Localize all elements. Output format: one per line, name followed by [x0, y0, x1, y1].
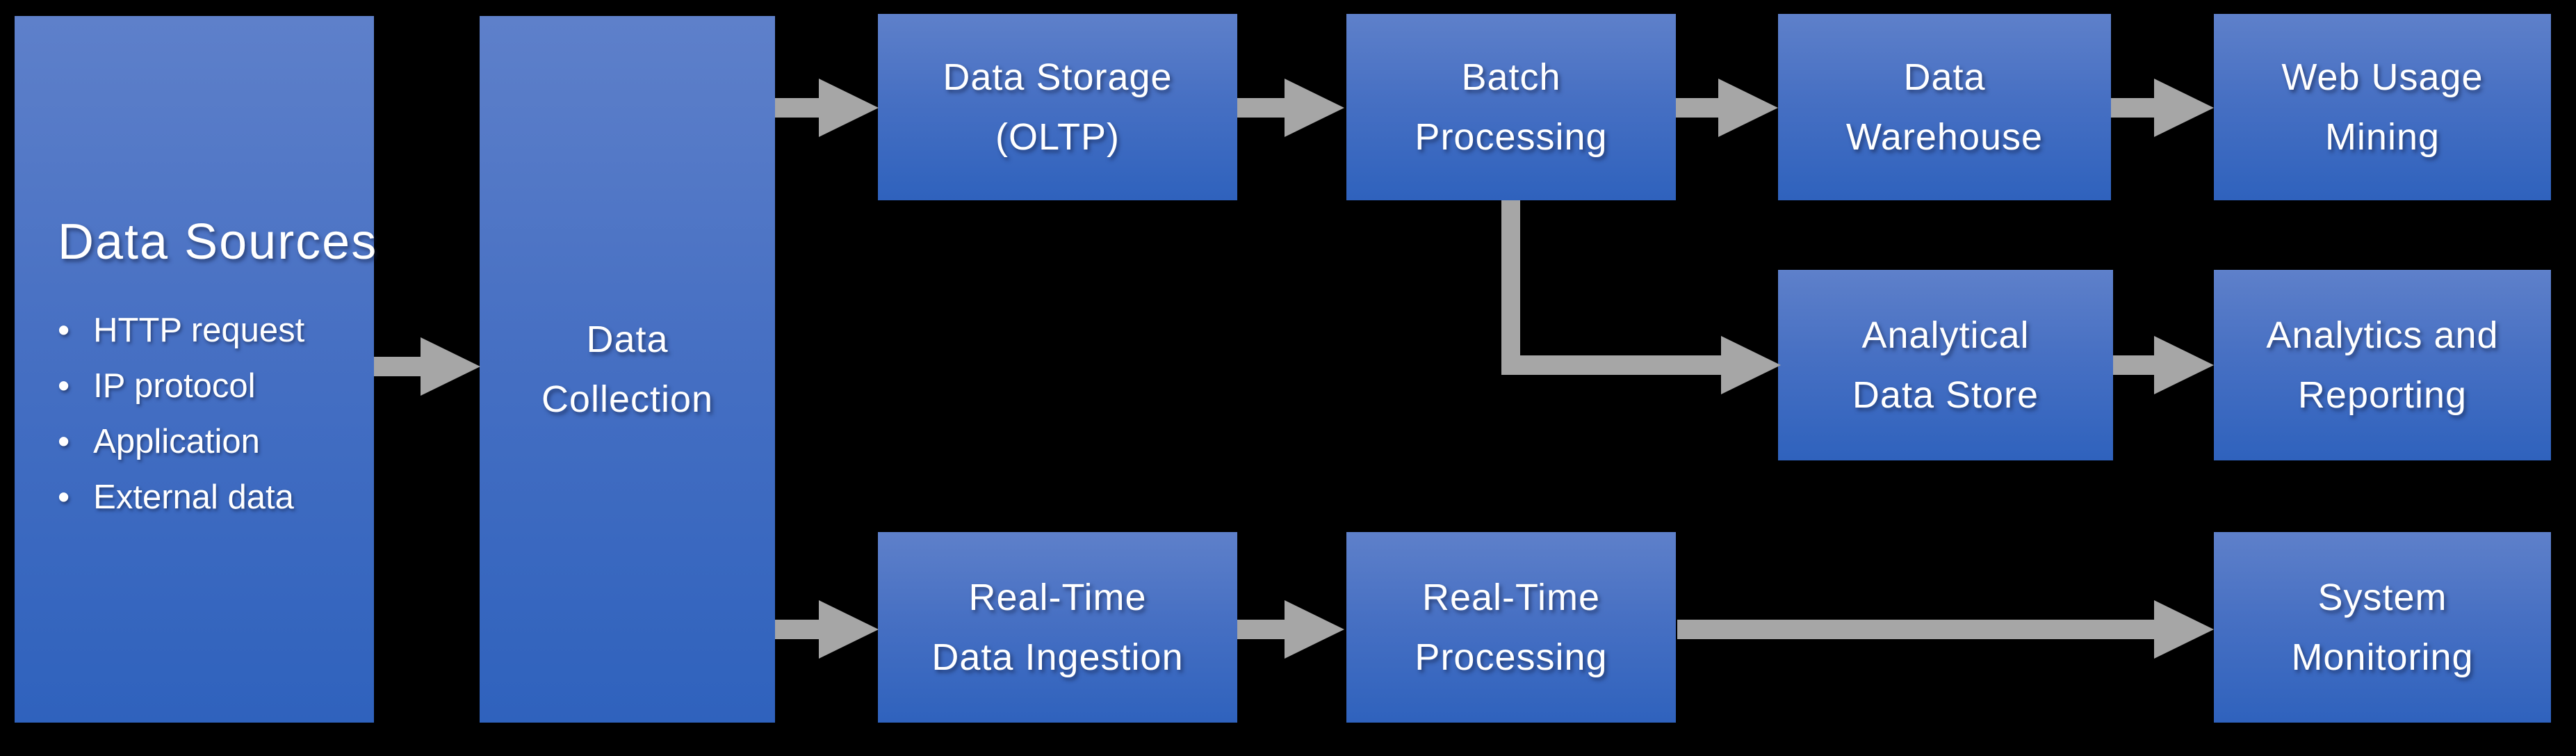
node-label: (OLTP) [995, 116, 1120, 158]
arrow-head-icon [1285, 600, 1344, 659]
bullet-icon: • [58, 312, 70, 349]
arrow-shaft [1501, 355, 1721, 375]
arrow-elbow-vertical [1501, 200, 1520, 375]
arrow-head-icon [819, 600, 879, 659]
list-item: • IP protocol [58, 358, 256, 414]
arrow-head-icon [1285, 79, 1344, 137]
arrow-head-icon [2154, 600, 2214, 659]
bullet-label: External data [93, 478, 294, 516]
list-item: • HTTP request [58, 303, 304, 358]
node-label: Processing [1415, 116, 1608, 158]
bullet-icon: • [58, 367, 70, 405]
node-web-usage-mining: Web Usage Mining [2214, 14, 2551, 200]
node-label: Mining [2324, 116, 2440, 158]
node-realtime-data-ingestion: Real-Time Data Ingestion [878, 532, 1237, 723]
arrow-shaft [2113, 355, 2154, 375]
node-label: Reporting [2297, 374, 2468, 416]
arrow-head-icon [2154, 336, 2214, 394]
arrow-shaft [775, 620, 819, 639]
node-label: Batch [1461, 56, 1561, 98]
node-label: Warehouse [1845, 116, 2044, 158]
arrow-shaft [2111, 98, 2154, 118]
node-system-monitoring: System Monitoring [2214, 532, 2551, 723]
arrow-head-icon [819, 79, 879, 137]
node-label: Data Ingestion [931, 636, 1184, 678]
bullet-label: IP protocol [93, 367, 256, 405]
bullet-label: Application [93, 423, 260, 460]
node-data-warehouse: Data Warehouse [1778, 14, 2111, 200]
node-label: Collection [541, 378, 714, 420]
data-sources-title: Data Sources [58, 214, 378, 270]
node-label: Data [1903, 56, 1986, 98]
node-analytics-and-reporting: Analytics and Reporting [2214, 270, 2551, 460]
arrow-shaft [775, 98, 819, 118]
node-realtime-processing: Real-Time Processing [1346, 532, 1676, 723]
node-data-sources: Data Sources • HTTP request • IP protoco… [15, 16, 378, 723]
node-label: Data Store [1852, 374, 2039, 416]
list-item: • External data [58, 469, 294, 525]
bullet-icon: • [58, 478, 70, 516]
node-label: Real-Time [1421, 577, 1601, 618]
arrow-shaft [1676, 98, 1718, 118]
node-label: Monitoring [2291, 636, 2474, 678]
bullet-icon: • [58, 423, 70, 460]
node-label: Web Usage [2281, 56, 2484, 98]
bullet-label: HTTP request [93, 312, 305, 349]
node-data-collection: Data Collection [480, 16, 775, 723]
node-label: Real-Time [968, 577, 1147, 618]
arrow-head-icon [421, 337, 480, 396]
arrow-shaft [1677, 620, 2154, 639]
node-label: System [2317, 577, 2447, 618]
node-label: Analytics and [2266, 314, 2499, 356]
arrow-head-icon [1721, 336, 1781, 394]
node-batch-processing: Batch Processing [1346, 14, 1676, 200]
node-label: Processing [1415, 636, 1608, 678]
node-label: Analytical [1861, 314, 2030, 356]
node-label: Data [586, 319, 669, 360]
arrow-shaft [1237, 98, 1285, 118]
node-label: Data Storage [943, 56, 1173, 98]
arrow-head-icon [1718, 79, 1778, 137]
arrow-head-icon [2154, 79, 2214, 137]
arrow-shaft [1237, 620, 1285, 639]
arrow-shaft [374, 357, 421, 376]
list-item: • Application [58, 414, 260, 469]
node-analytical-data-store: Analytical Data Store [1778, 270, 2113, 460]
node-data-storage-oltp: Data Storage (OLTP) [878, 14, 1237, 200]
